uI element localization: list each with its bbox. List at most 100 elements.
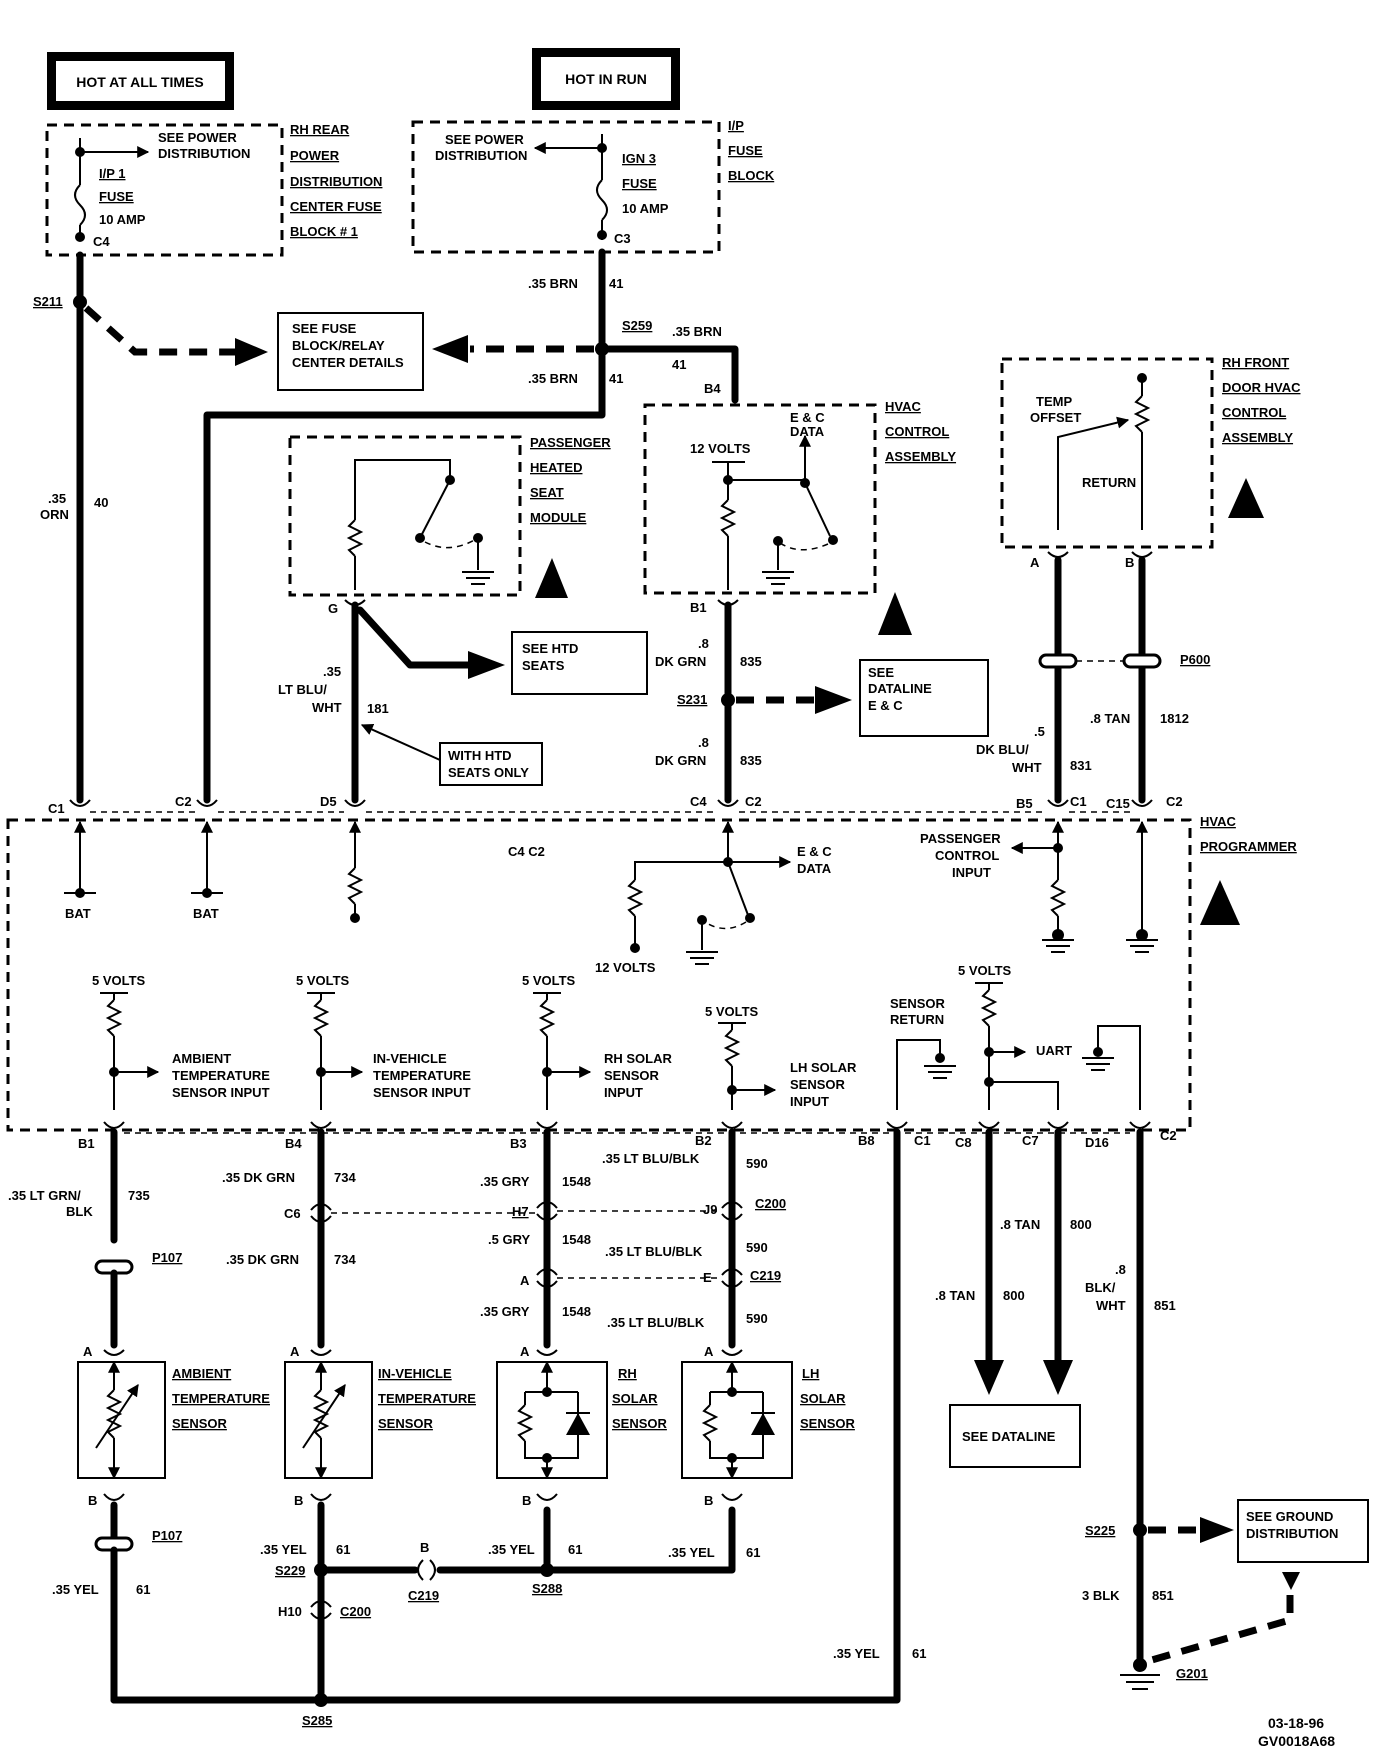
w61-invehicle-gauge: .35 YEL xyxy=(260,1542,307,1557)
hot-at-all-times-label: HOT AT ALL TIMES xyxy=(76,74,204,90)
s259-label: S259 xyxy=(622,318,652,333)
sens-b2: B xyxy=(294,1493,303,1508)
seat-module-label-4: MODULE xyxy=(530,510,587,525)
pass-control-1: PASSENGER xyxy=(920,831,1001,846)
with-htd-seats-box: WITH HTD SEATS ONLY xyxy=(439,742,543,786)
w734-top-gauge: .35 DK GRN xyxy=(222,1170,295,1185)
v5-ambient: 5 VOLTS xyxy=(92,973,146,988)
programmer-passenger-control: PASSENGER CONTROL INPUT xyxy=(920,820,1158,953)
dataline-ec-line-2: DATALINE xyxy=(868,681,932,696)
ambient-label-2: TEMPERATURE xyxy=(172,1391,270,1406)
v5-rhsolar: 5 VOLTS xyxy=(522,973,576,988)
programmer-uart: 5 VOLTS UART xyxy=(958,963,1141,1110)
w40-gauge: .35 xyxy=(48,491,66,506)
rhsolar-label-3: SENSOR xyxy=(612,1416,668,1431)
lhsolar-input-1: LH SOLAR xyxy=(790,1060,857,1075)
sens-a2: A xyxy=(290,1344,300,1359)
hvac-control-assembly: HVAC CONTROL ASSEMBLY 12 VOLTS E & C DAT… xyxy=(643,399,956,635)
rh-rear-label-5: BLOCK # 1 xyxy=(290,224,358,239)
pin-c7: C7 xyxy=(1022,1133,1039,1148)
w41-top-gauge: .35 BRN xyxy=(528,276,578,291)
sens-a1: A xyxy=(83,1344,93,1359)
s231-label: S231 xyxy=(677,692,707,707)
invehicle-input-1: IN-VEHICLE xyxy=(373,1051,447,1066)
rhsolar-input-1: RH SOLAR xyxy=(604,1051,673,1066)
w40-color: ORN xyxy=(40,507,69,522)
ambient-label-1: AMBIENT xyxy=(172,1366,231,1381)
lh-solar-sensor: LH SOLAR SENSOR xyxy=(681,1360,856,1480)
fuse-relay-line-1: SEE FUSE xyxy=(292,321,357,336)
w835-top-color: DK GRN xyxy=(655,654,706,669)
w1548-a-circuit: 1548 xyxy=(562,1174,591,1189)
htd-seats-line-2: SEATS xyxy=(522,658,565,673)
w800-a-circuit: 800 xyxy=(1070,1217,1092,1232)
with-htd-line-1: WITH HTD xyxy=(448,748,512,763)
programmer-bat-inputs: BAT BAT xyxy=(64,820,364,923)
w835-bot-gauge: .8 xyxy=(698,735,709,750)
rhsolar-label-2: SOLAR xyxy=(612,1391,658,1406)
programmer-label-2: PROGRAMMER xyxy=(1200,839,1297,854)
w831-gauge: .5 xyxy=(1034,724,1045,739)
seat-module-label-1: PASSENGER xyxy=(530,435,611,450)
a-mid-label: A xyxy=(520,1273,530,1288)
w1548-a-gauge: .35 GRY xyxy=(480,1174,530,1189)
w835-bot-color: DK GRN xyxy=(655,753,706,768)
temp-offset-1: TEMP xyxy=(1036,394,1072,409)
splice-s231 xyxy=(721,693,735,707)
invehicle-input-3: SENSOR INPUT xyxy=(373,1085,471,1100)
sensor-return-1: SENSOR xyxy=(890,996,946,1011)
w1548-c-gauge: .35 GRY xyxy=(480,1304,530,1319)
w61-rhsolar-circuit: 61 xyxy=(568,1542,582,1557)
g201-label: G201 xyxy=(1176,1666,1208,1681)
w41-mid-circuit: 41 xyxy=(609,371,623,386)
w61-lhsolar-circuit: 61 xyxy=(746,1545,760,1560)
ec-data-top-1: E & C xyxy=(790,410,825,425)
rh-rear-label-3: DISTRIBUTION xyxy=(290,174,382,189)
c4-label: C4 xyxy=(93,234,110,249)
p107-bot-label: P107 xyxy=(152,1528,182,1543)
w851-b-circuit: 851 xyxy=(1152,1588,1174,1603)
c3-label: C3 xyxy=(614,231,631,246)
w61-invehicle-circuit: 61 xyxy=(336,1542,350,1557)
w851-a-color-1: BLK/ xyxy=(1085,1280,1116,1295)
htd-seats-line-1: SEE HTD xyxy=(522,641,578,656)
see-power-dist-right-1: SEE POWER xyxy=(445,132,524,147)
w61-right-circuit: 61 xyxy=(912,1646,926,1661)
see-ground-dist-box: SEE GROUND DISTRIBUTION xyxy=(1237,1499,1369,1563)
w61-rhsolar-gauge: .35 YEL xyxy=(488,1542,535,1557)
w851-a-circuit: 851 xyxy=(1154,1298,1176,1313)
invehicle-label-1: IN-VEHICLE xyxy=(378,1366,452,1381)
w735-circuit: 735 xyxy=(128,1188,150,1203)
ip-fuse-block: I/P FUSE BLOCK SEE POWER DISTRIBUTION IG… xyxy=(411,118,775,254)
w590-a-circuit: 590 xyxy=(746,1156,768,1171)
sens-b4: B xyxy=(704,1493,713,1508)
hvac-control-label-3: ASSEMBLY xyxy=(885,449,956,464)
pin-b8: B8 xyxy=(858,1133,875,1148)
rh-rear-label-1: RH REAR xyxy=(290,122,350,137)
twelve-volts-top: 12 VOLTS xyxy=(690,441,751,456)
footer-date: 03-18-96 xyxy=(1268,1715,1324,1731)
pin-d5: D5 xyxy=(320,794,337,809)
rh-door-label-1: RH FRONT xyxy=(1222,355,1289,370)
w851-a-color-2: WHT xyxy=(1096,1298,1126,1313)
v5-lhsolar: 5 VOLTS xyxy=(705,1004,759,1019)
pin-c2a: C2 xyxy=(175,794,192,809)
pass-control-3: INPUT xyxy=(952,865,991,880)
w800-b-circuit: 800 xyxy=(1003,1288,1025,1303)
invehicle-label-2: TEMPERATURE xyxy=(378,1391,476,1406)
ec-data-top-2: DATA xyxy=(790,424,825,439)
uart-label: UART xyxy=(1036,1043,1072,1058)
return-label: RETURN xyxy=(1082,475,1136,490)
pin-b-rh: B xyxy=(1125,555,1134,570)
invehicle-input-2: TEMPERATURE xyxy=(373,1068,471,1083)
pin-b1-hvac: B1 xyxy=(690,600,707,615)
hot-in-run-label: HOT IN RUN xyxy=(565,71,647,87)
passenger-heated-seat-module: PASSENGER HEATED SEAT MODULE xyxy=(288,435,611,598)
programmer-bottom-pins: B1 B4 B3 B2 B8 C1 C8 C7 D16 C2 xyxy=(78,1121,1177,1151)
see-dataline-box: SEE DATALINE xyxy=(949,1404,1081,1468)
hvac-control-label-1: HVAC xyxy=(885,399,921,414)
rh-rear-label-4: CENTER FUSE xyxy=(290,199,382,214)
invehicle-temp-sensor: IN-VEHICLE TEMPERATURE SENSOR xyxy=(284,1360,476,1480)
w590-b-circuit: 590 xyxy=(746,1240,768,1255)
